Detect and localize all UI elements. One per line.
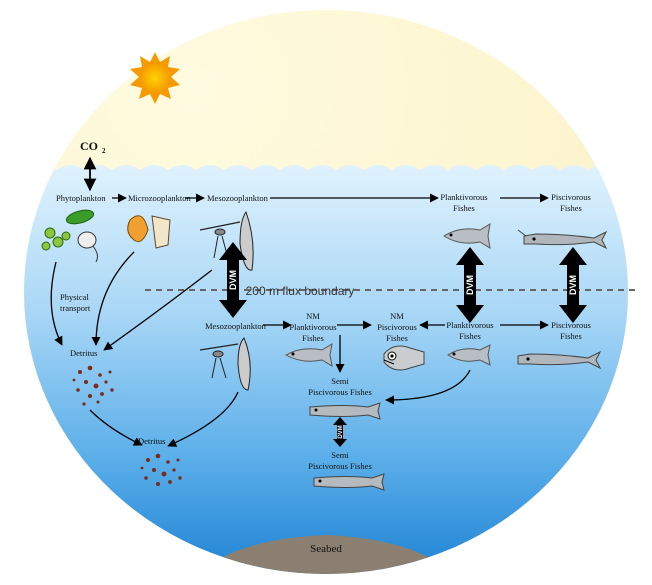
dvm-arrow-mesozooplankton: DVM xyxy=(219,242,247,318)
mesozooplankton-deep-label: Mesozooplankton xyxy=(205,321,267,331)
nm-planktivorous-label-3: Fishes xyxy=(302,333,324,343)
semi-piscivorous-2-label-2: Piscivorous Fishes xyxy=(308,461,372,471)
planktivorous-fish-top-icon xyxy=(443,223,491,249)
mesozooplankton-top-label: Mesozooplankton xyxy=(207,193,269,203)
planktivorous-deep-label-1: Planktivorous xyxy=(446,320,493,330)
semi-piscivorous-1-label-1: Semi xyxy=(331,376,349,386)
co2-subscript: 2 xyxy=(102,147,106,155)
mesozooplankton-deep-icon xyxy=(199,337,251,391)
semi-piscivorous-2-label-1: Semi xyxy=(331,450,349,460)
semi-piscivorous-1-label-2: Piscivorous Fishes xyxy=(308,387,372,397)
piscivorous-fish-deep-icon xyxy=(517,350,602,370)
arrow-detritus-detritus xyxy=(89,409,143,446)
planktivorous-deep-label-2: Fishes xyxy=(459,331,481,341)
water-body xyxy=(24,165,628,574)
seabed-label: Seabed xyxy=(310,543,342,555)
semi-piscivorous-fish-2-icon xyxy=(313,473,385,491)
co2-label: CO xyxy=(80,139,98,153)
flux-boundary-label: 200 m flux boundary xyxy=(246,284,355,298)
microzooplankton-icon xyxy=(127,215,171,249)
dvm-label-2: DVM xyxy=(465,275,475,295)
physical-transport-label-1: Physical xyxy=(60,292,89,302)
phytoplankton-label: Phytoplankton xyxy=(56,193,106,203)
arrow-planktivorous-semi xyxy=(385,369,471,405)
dvm-arrow-semi-piscivorous: DVM xyxy=(333,417,347,447)
dvm-arrow-planktivorous: DVM xyxy=(456,247,484,323)
nm-piscivorous-label-3: Fishes xyxy=(386,333,408,343)
detritus-1-particles-icon xyxy=(72,365,114,406)
physical-transport-label-2: transport xyxy=(60,303,91,313)
nm-piscivorous-label-1: NM xyxy=(390,311,404,321)
arrow-meso-detritus xyxy=(103,269,213,351)
piscivorous-deep-label-1: Piscivorous xyxy=(551,320,591,330)
piscivorous-top-label-1: Piscivorous xyxy=(551,192,591,202)
nm-piscivorous-fish-icon xyxy=(383,345,425,371)
dvm-label-4: DVM xyxy=(338,425,344,438)
arrow-physical-transport xyxy=(50,261,63,346)
detritus-1-label: Detritus xyxy=(70,348,97,358)
dvm-label-3: DVM xyxy=(568,275,578,295)
sun-icon xyxy=(130,52,180,104)
piscivorous-deep-label-2: Fishes xyxy=(560,331,582,341)
nm-planktivorous-label-1: NM xyxy=(306,311,320,321)
detritus-2-label: Detritus xyxy=(138,436,165,446)
arrow-meso-deep-detritus xyxy=(167,391,239,447)
piscivorous-top-label-2: Fishes xyxy=(560,203,582,213)
nm-piscivorous-label-2: Piscivorous xyxy=(377,322,417,332)
dvm-label-1: DVM xyxy=(228,270,238,290)
dvm-arrow-piscivorous: DVM xyxy=(559,247,587,323)
arrow-micro-detritus xyxy=(91,251,135,346)
phytoplankton-icon xyxy=(41,209,98,263)
piscivorous-fish-top-icon xyxy=(517,229,608,250)
nm-planktivorous-label-2: Planktivorous xyxy=(289,322,336,332)
planktivorous-top-label-2: Fishes xyxy=(453,203,475,213)
detritus-2-particles-icon xyxy=(140,453,182,486)
semi-piscivorous-fish-1-icon xyxy=(309,402,381,420)
planktivorous-fish-deep-icon xyxy=(447,344,491,366)
planktivorous-top-label-1: Planktivorous xyxy=(440,192,487,202)
nm-planktivorous-fish-icon xyxy=(284,343,333,367)
microzooplankton-label: Microzooplankton xyxy=(128,193,192,203)
